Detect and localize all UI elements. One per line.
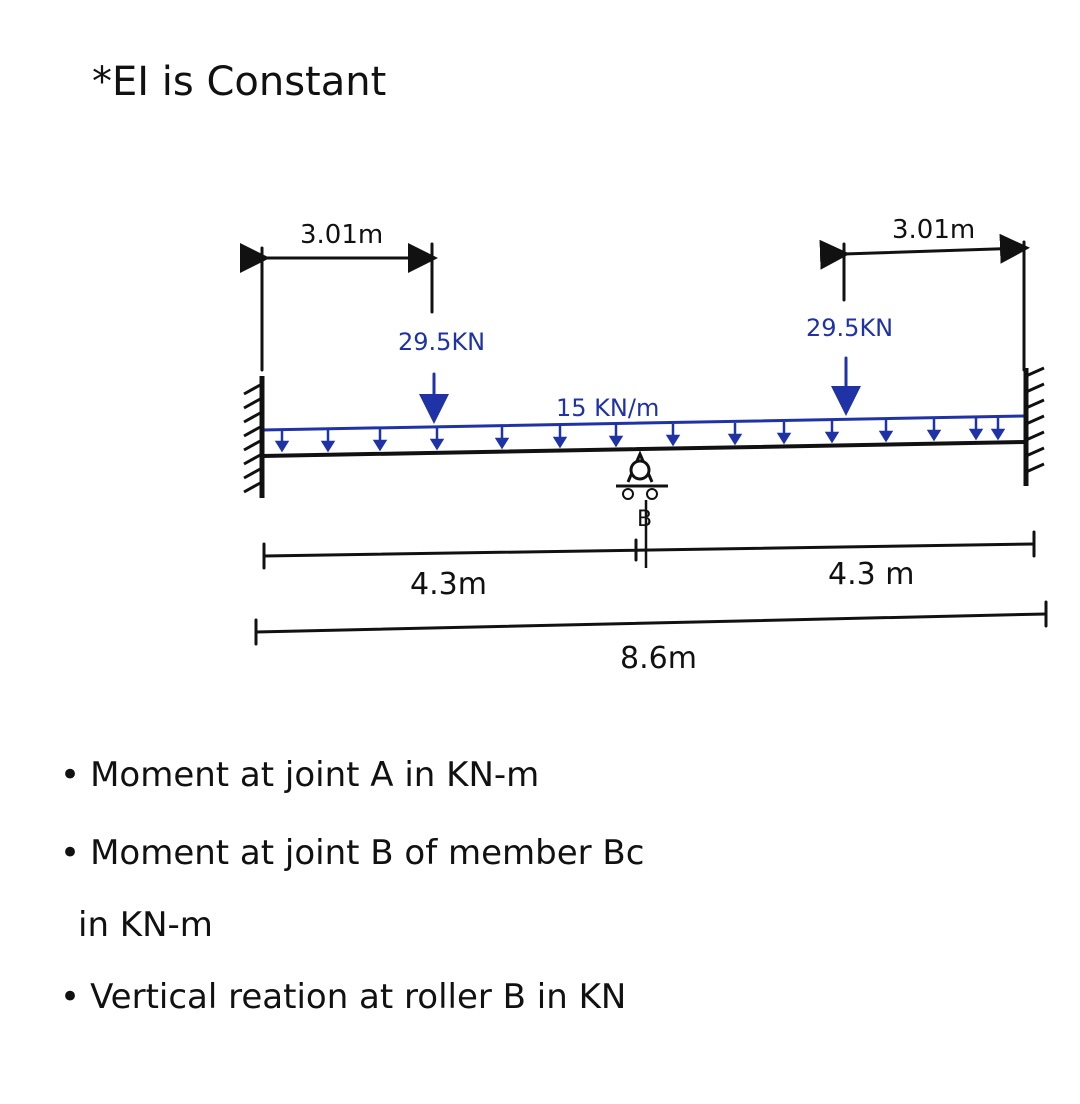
- udl-top-line: [260, 414, 1028, 432]
- ei-note: *EI is Constant: [92, 59, 386, 105]
- span-dim-line: [262, 542, 1036, 558]
- udl-arrow: [776, 422, 792, 445]
- beam: [260, 440, 1028, 458]
- left-point-load-label: 29.5KN: [398, 328, 485, 356]
- udl-arrow: [665, 424, 681, 447]
- question-moment-b-units: in KN-m: [78, 905, 213, 945]
- udl-arrow: [494, 427, 510, 450]
- roller-support-b: [616, 450, 668, 568]
- udl-arrows: [274, 418, 1006, 453]
- udl-arrow: [926, 419, 942, 442]
- right-fixed-support: [1023, 366, 1045, 486]
- right-point-load-label: 29.5KN: [806, 314, 893, 342]
- question-moment-a: Moment at joint A in KN-m: [60, 758, 539, 792]
- udl-arrow: [429, 428, 445, 451]
- support-b-label: B: [637, 507, 652, 532]
- udl-arrow: [878, 420, 894, 443]
- right-span-label: 4.3 m: [828, 557, 914, 592]
- udl-arrow: [320, 430, 336, 453]
- question-moment-b: Moment at joint B of member Bc: [60, 836, 644, 870]
- right-offset-label: 3.01m: [892, 215, 975, 245]
- udl-arrow: [552, 426, 568, 449]
- udl-arrow: [727, 423, 743, 446]
- left-span-label: 4.3m: [410, 567, 487, 602]
- udl-arrow: [968, 418, 984, 441]
- udl-label: 15 KN/m: [556, 394, 659, 422]
- udl-arrow: [608, 425, 624, 448]
- right-offset-dim-line: [819, 233, 1030, 270]
- udl-arrow: [274, 430, 290, 453]
- left-offset-label: 3.01m: [300, 220, 383, 250]
- udl-arrow: [824, 421, 840, 444]
- question-reaction-b: Vertical reation at roller B in KN: [60, 980, 626, 1014]
- total-dim-line: [254, 612, 1048, 634]
- total-span-label: 8.6m: [620, 641, 697, 676]
- udl-arrow: [372, 429, 388, 452]
- left-fixed-support: [243, 376, 265, 498]
- udl-arrow: [990, 418, 1006, 441]
